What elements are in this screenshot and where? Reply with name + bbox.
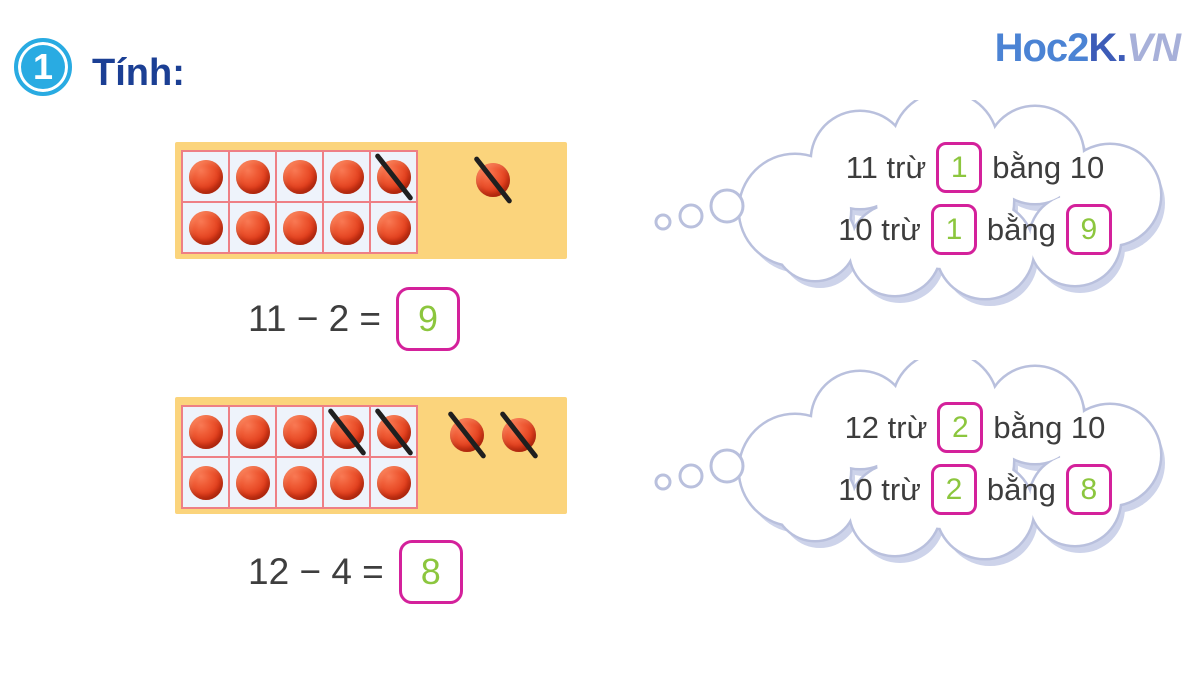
thought-answer-value: 2 (952, 410, 969, 444)
counter (329, 159, 364, 194)
thought-text: bằng (986, 471, 1056, 507)
ten-frame-cell (183, 407, 228, 456)
counter (282, 465, 317, 500)
slash-mark (446, 410, 487, 460)
ten-frame-cell (371, 203, 416, 252)
slash-mark (373, 407, 414, 456)
ten-frame-cell (324, 458, 369, 507)
ten-frame-grid (181, 405, 418, 509)
thought-answer-value: 2 (945, 472, 963, 506)
counter-slashed (498, 410, 539, 460)
ten-frame-cell (230, 203, 275, 252)
thought-answer-box[interactable]: 1 (936, 142, 983, 193)
slash-mark (472, 155, 513, 205)
thought-text: bằng 10 (992, 149, 1105, 185)
ten-frame-cell (324, 152, 369, 201)
counter-slashed (373, 407, 414, 456)
thought-answer-box[interactable]: 1 (930, 204, 977, 255)
thought-answer-box[interactable]: 9 (1065, 204, 1112, 255)
ten-frame-cell (324, 203, 369, 252)
thought-text: 10 trừ (838, 211, 921, 247)
answer-value: 9 (418, 298, 439, 339)
ten-frame-cell (230, 407, 275, 456)
ten-frame-cell (277, 407, 322, 456)
counter-slashed (326, 407, 367, 456)
thought-text: 11 trừ (845, 149, 927, 185)
ten-frame-cell (277, 203, 322, 252)
logo-part-3: VN (1126, 26, 1181, 70)
slash-mark (326, 407, 367, 456)
counter (188, 465, 223, 500)
exercise-number-badge: 1 (14, 38, 72, 96)
logo-part-2: K. (1088, 26, 1127, 70)
equation-row: 11 − 2 = 9 (248, 287, 461, 351)
equation-text: 12 − 4 = (248, 551, 384, 592)
counter (188, 210, 223, 245)
ten-frame-cell (230, 152, 275, 201)
counter (282, 159, 317, 194)
counter-slashed (472, 155, 513, 205)
counter (329, 465, 364, 500)
counter (188, 414, 223, 449)
ten-frame-cell (230, 458, 275, 507)
counter-slashed (373, 152, 414, 201)
thought-answer-value: 1 (945, 212, 963, 246)
counter (376, 465, 411, 500)
ten-frame-cell (277, 458, 322, 507)
ten-frame-cell (277, 152, 322, 201)
thought-answer-box[interactable]: 8 (1065, 464, 1112, 515)
outside-area (418, 142, 567, 259)
answer-value: 8 (420, 551, 441, 592)
counter (235, 414, 270, 449)
page-title: Tính: (92, 52, 185, 94)
counter (188, 159, 223, 194)
counter-slashed (446, 410, 487, 460)
thought-answer-value: 8 (1080, 472, 1098, 506)
thought-cloud: 11 trừ 1 bằng 10 10 trừ 1 bằng 9 (645, 100, 1190, 315)
exercise-number: 1 (32, 46, 54, 87)
slash-mark (373, 152, 414, 201)
ten-frame-cell (183, 152, 228, 201)
counter (235, 159, 270, 194)
equation-text: 11 − 2 = (248, 298, 382, 339)
ten-frame-panel (175, 397, 567, 514)
thought-answer-box[interactable]: 2 (930, 464, 977, 515)
logo-part-1: Hoc2 (994, 26, 1090, 70)
slash-mark (498, 410, 539, 460)
outside-area (418, 397, 567, 514)
ten-frame-grid (181, 150, 418, 254)
ten-frame-cell (371, 407, 416, 456)
thought-text: 10 trừ (838, 471, 921, 507)
ten-frame-cell (324, 407, 369, 456)
ten-frame-cell (371, 458, 416, 507)
thought-line-1: 11 trừ 1 bằng 10 (845, 142, 1105, 193)
thought-line-2: 10 trừ 1 bằng 9 (838, 204, 1112, 255)
thought-text: 12 trừ (844, 409, 928, 445)
counter (235, 210, 270, 245)
site-logo: Hoc2K.VN (994, 26, 1181, 71)
thought-cloud-text: 12 trừ 2 bằng 10 10 trừ 2 bằng 8 (790, 402, 1160, 515)
thought-line-2: 10 trừ 2 bằng 8 (838, 464, 1112, 515)
thought-line-1: 12 trừ 2 bằng 10 (844, 402, 1106, 453)
thought-answer-value: 9 (1080, 212, 1098, 246)
thought-answer-value: 1 (950, 150, 968, 184)
thought-cloud-text: 11 trừ 1 bằng 10 10 trừ 1 bằng 9 (790, 142, 1160, 255)
thought-text: bằng (986, 211, 1056, 247)
ten-frame-panel (175, 142, 567, 259)
counter (376, 210, 411, 245)
equation-row: 12 − 4 = 8 (248, 540, 463, 604)
thought-text: bằng 10 (993, 409, 1106, 445)
thought-cloud: 12 trừ 2 bằng 10 10 trừ 2 bằng 8 (645, 360, 1190, 575)
ten-frame-cell (371, 152, 416, 201)
ten-frame-cell (183, 458, 228, 507)
counter (282, 210, 317, 245)
thought-answer-box[interactable]: 2 (937, 402, 984, 453)
counter (282, 414, 317, 449)
answer-box[interactable]: 8 (398, 540, 463, 604)
counter (235, 465, 270, 500)
counter (329, 210, 364, 245)
ten-frame-cell (183, 203, 228, 252)
answer-box[interactable]: 9 (396, 287, 461, 351)
